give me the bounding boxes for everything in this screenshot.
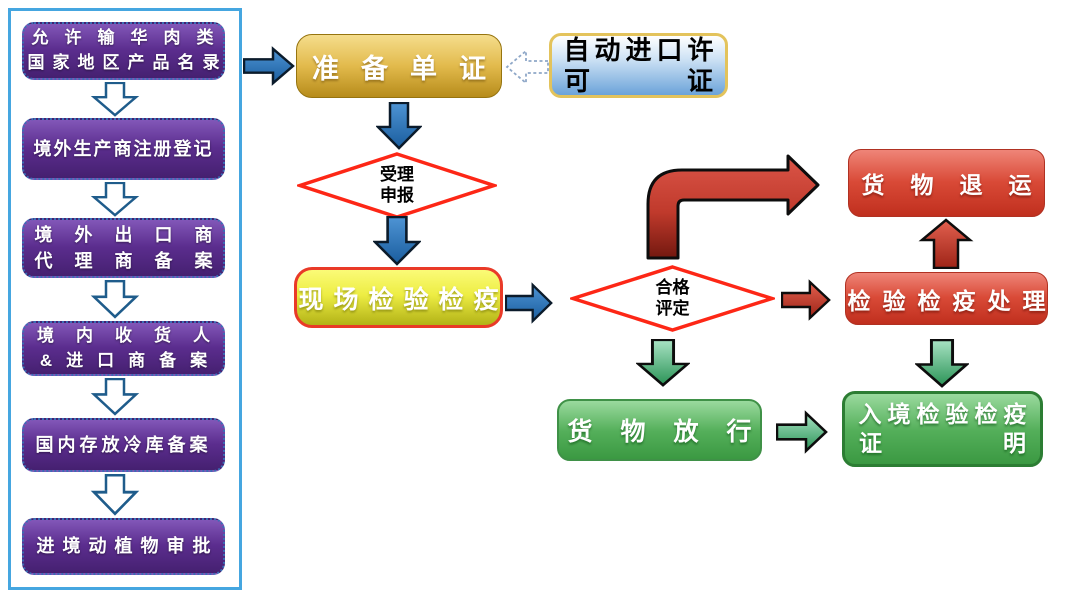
license-label-line2-left: 可	[564, 65, 591, 96]
panel-step-label: 代理商备案	[34, 251, 235, 271]
panel-step-label: 境内收货人	[37, 325, 232, 345]
panel-step-producer-registration: 境外生产商注册登记	[22, 118, 225, 180]
prepare-documents-box: 准备单证	[296, 34, 502, 98]
blue-right-arrow-icon	[243, 46, 295, 86]
panel-step-label: &进口商备案	[39, 350, 222, 370]
onsite-inspection-label: 现场检验检疫	[298, 285, 509, 314]
panel-step-label: 进境动植物审批	[36, 536, 219, 557]
panel-down-arrow-icon	[90, 182, 140, 217]
panel-down-arrow-icon	[90, 280, 140, 319]
inspection-treatment-label: 检验检疫处理	[847, 287, 1058, 314]
entry-certificate-box: 入境检验检疫 证 明	[842, 391, 1043, 467]
panel-step-animal-plant-approval: 进境动植物审批	[22, 518, 225, 575]
dashed-left-arrow-icon	[504, 46, 549, 88]
green-down-arrow-icon	[915, 339, 969, 388]
accept-declaration-diamond: 受理 申报	[297, 152, 497, 219]
panel-down-arrow-icon	[90, 82, 140, 117]
accept-declaration-label-line2: 申报	[380, 185, 414, 205]
inspection-treatment-box: 检验检疫处理	[845, 272, 1048, 325]
panel-step-label: 国家地区产品名录	[27, 53, 228, 72]
goods-return-label: 货物退运	[861, 172, 1058, 198]
conformity-label-line1: 合格	[655, 278, 690, 298]
red-up-arrow-icon	[918, 218, 974, 269]
panel-step-exporter-agent-filing: 境外出口商 代理商备案	[22, 218, 225, 278]
panel-step-label: 境外出口商	[34, 224, 235, 245]
license-label-line1: 自动进口许	[563, 34, 719, 65]
goods-release-box: 货物放行	[557, 399, 762, 461]
accept-declaration-label-line1: 受理	[380, 165, 414, 185]
panel-down-arrow-icon	[90, 378, 140, 416]
entry-certificate-label-line2-left: 证	[859, 430, 882, 456]
blue-down-arrow-icon	[376, 102, 422, 150]
onsite-inspection-box: 现场检验检疫	[294, 267, 503, 328]
panel-down-arrow-icon	[90, 474, 140, 516]
panel-step-cold-storage-filing: 国内存放冷库备案	[22, 418, 225, 472]
panel-step-label: 国内存放冷库备案	[35, 434, 212, 455]
entry-certificate-label-line1: 入境检验检疫	[858, 401, 1033, 428]
goods-return-box: 货物退运	[848, 149, 1045, 217]
panel-step-approved-list: 允许输华肉类 国家地区产品名录	[22, 22, 225, 80]
conformity-assessment-diamond: 合格 评定	[570, 265, 775, 332]
red-elbow-arrow-icon	[640, 150, 825, 262]
conformity-label-line2: 评定	[655, 298, 690, 318]
panel-step-consignee-importer-filing: 境内收货人 &进口商备案	[22, 321, 225, 376]
panel-step-label: 境外生产商注册登记	[33, 138, 214, 159]
green-down-arrow-icon	[636, 339, 690, 387]
prepare-documents-label: 准备单证	[312, 53, 508, 84]
goods-release-label: 货物放行	[567, 418, 780, 446]
green-right-arrow-icon	[776, 410, 828, 454]
license-label-line2-right: 证	[686, 65, 713, 96]
panel-step-label: 允许输华肉类	[31, 28, 230, 48]
auto-import-license-box: 自动进口许 可 证	[549, 33, 728, 98]
blue-right-arrow-icon	[505, 282, 553, 324]
entry-certificate-label-line2-right: 明	[1003, 430, 1026, 456]
red-right-arrow-icon	[781, 279, 831, 321]
blue-down-arrow-icon	[373, 216, 421, 266]
